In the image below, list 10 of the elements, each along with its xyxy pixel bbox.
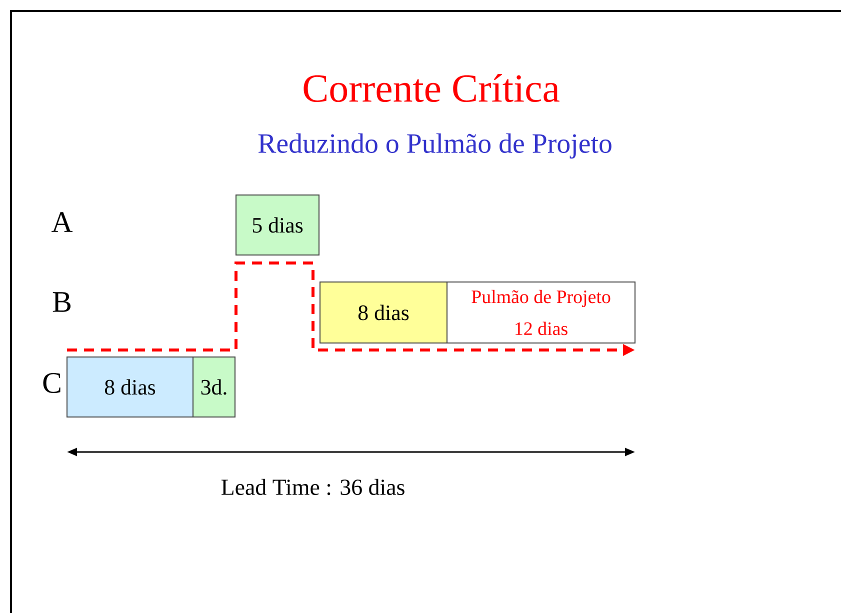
title: Corrente Crítica (304, 74, 560, 102)
buffer-box: Pulmão de Projeto 12 dias (446, 282, 636, 344)
subtitle: Reduzindo o Pulmão de Projeto (258, 133, 612, 159)
task-box: 5 dias (236, 194, 320, 256)
task-box: 3d. (192, 356, 236, 418)
row-letter: B (52, 292, 71, 312)
lead-time-label: Lead Time : 36 dias (221, 478, 404, 496)
task-box: 8 dias (320, 282, 448, 344)
task-box: 8 dias (66, 356, 194, 418)
row-letter: A (52, 212, 73, 232)
